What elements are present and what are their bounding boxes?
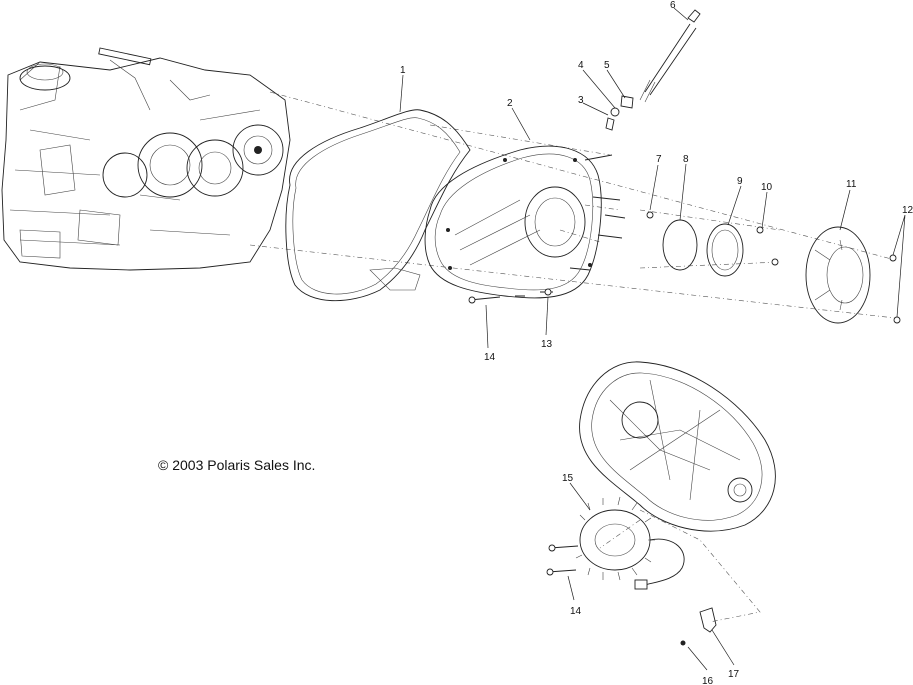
callout-labels: 1 2 3 4 5 6 7 8 9 10 11 12 13 14 14 15 1… [400,0,913,685]
callout-3: 3 [578,95,584,106]
seal-rings [646,211,779,277]
shaft-hardware [605,9,701,131]
callout-6: 6 [670,0,676,11]
callout-7: 7 [656,154,662,165]
callout-9: 9 [737,176,743,187]
callout-13: 13 [541,339,553,350]
callout-2: 2 [507,98,513,109]
callout-4: 4 [578,60,584,71]
clip-hardware [680,607,717,646]
alignment-lines [249,91,896,623]
callout-16: 16 [702,676,714,685]
stator-icon [546,496,685,590]
callout-12: 12 [902,205,913,216]
callout-14a: 14 [484,352,496,363]
cover-plate [805,226,901,324]
inner-cover-icon [579,361,776,532]
copyright-text: © 2003 Polaris Sales Inc. [158,457,315,473]
gasket-icon [285,109,471,302]
callout-14b: 14 [570,606,582,617]
callout-17: 17 [728,669,740,680]
callout-15: 15 [562,473,574,484]
cover-bolts [468,154,626,304]
engine-block-icon [1,47,291,271]
callout-11: 11 [846,179,857,190]
clutch-cover-icon [424,145,602,299]
callout-1: 1 [400,65,406,76]
callout-8: 8 [683,154,689,165]
callout-5: 5 [604,60,610,71]
leader-lines [399,7,906,671]
callout-10: 10 [761,182,773,193]
